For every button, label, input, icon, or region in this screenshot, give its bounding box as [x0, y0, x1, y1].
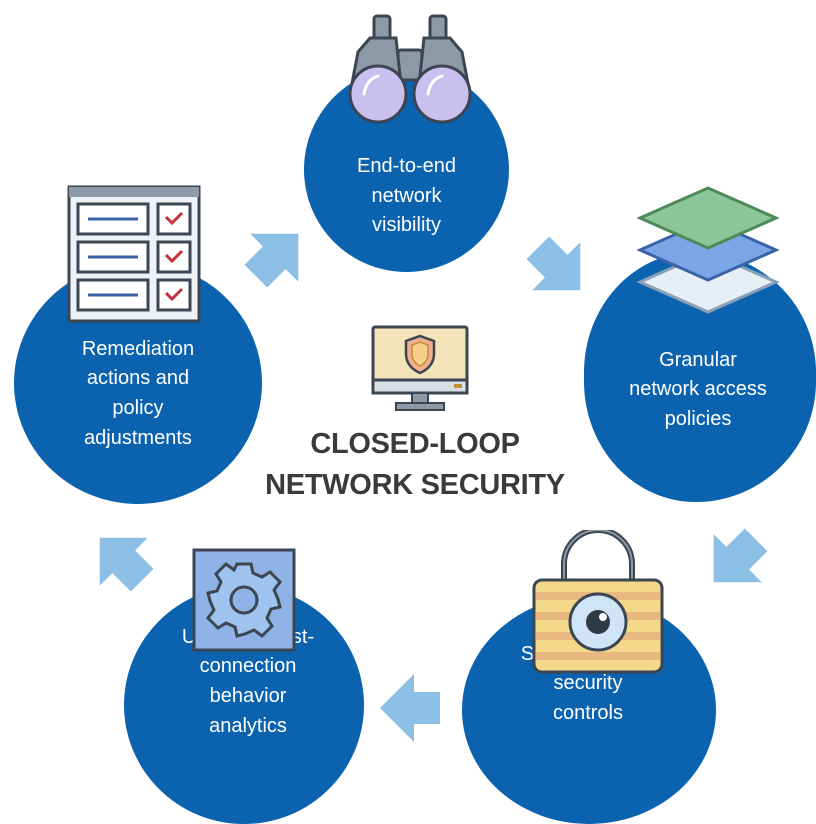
arrow-visibility-to-policies [526, 236, 581, 291]
step-visibility-label: End-to-end network visibility [357, 155, 456, 237]
binoculars-icon [348, 14, 472, 124]
arrow-policies-to-controls [713, 528, 768, 583]
gear-icon [192, 548, 296, 652]
arrow-ueba-to-remediation [99, 537, 154, 592]
monitor-shield-icon [371, 325, 469, 411]
arrow-controls-to-ueba [380, 674, 440, 742]
padlock-icon [532, 530, 664, 674]
diagram-title: CLOSED-LOOP NETWORK SECURITY [265, 428, 565, 502]
step-remediation-label: Remediation actions and policy adjustmen… [81, 337, 195, 449]
checklist-icon [67, 185, 201, 323]
layers-icon [636, 186, 780, 314]
arrow-remediation-to-visibility [244, 233, 299, 288]
step-access-policies-label: Granular network access policies [629, 348, 767, 430]
